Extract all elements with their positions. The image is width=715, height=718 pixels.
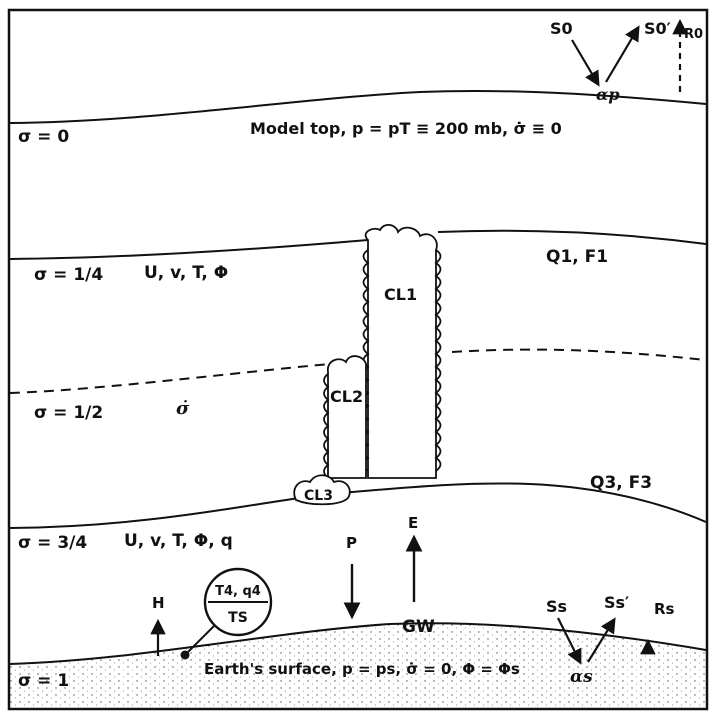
cl2-label: CL2 — [330, 387, 363, 406]
earth-surface-label: Earth's surface, p = ps, σ̇ = 0, Φ = Φs — [204, 660, 520, 678]
cloud-cl3 — [293, 474, 351, 506]
cl3-label: CL3 — [304, 488, 333, 504]
alpha-s-label: αs — [570, 667, 593, 687]
s0-label: S0 — [550, 19, 573, 38]
ss-prime-arrow — [587, 617, 616, 663]
sigma-3-4-label: σ = 3/4 — [18, 533, 87, 553]
sigma-1-4-level-line — [9, 229, 707, 260]
sigma-1-4-label: σ = 1/4 — [34, 265, 103, 285]
e-label: E — [408, 514, 418, 532]
ss-arrow — [557, 617, 582, 665]
r0-label: R0 — [684, 27, 703, 42]
ground-point-dot — [180, 650, 190, 660]
h-label: H — [152, 594, 165, 612]
level-1-4-variables: U, v, T, Φ — [144, 263, 228, 283]
sigma-0-level-line — [9, 89, 707, 124]
s0-prime-arrow — [605, 25, 640, 83]
model-top-label: Model top, p = pT ≡ 200 mb, σ̇ ≡ 0 — [250, 119, 562, 138]
cl1-label: CL1 — [384, 285, 417, 304]
circle-pointer — [185, 625, 215, 655]
cloud-cl2 — [323, 355, 367, 479]
cloud-cl1 — [362, 224, 442, 479]
sigma-0-label: σ = 0 — [18, 127, 69, 147]
q3-f3-label: Q3, F3 — [590, 473, 652, 493]
ss-label: Ss — [546, 597, 567, 616]
q1-f1-label: Q1, F1 — [546, 247, 608, 267]
gw-label: GW — [402, 617, 435, 637]
rs-label: Rs — [654, 600, 675, 618]
p-label: P — [346, 534, 357, 552]
sigma-1-label: σ = 1 — [18, 671, 69, 691]
s0-prime-label: S0′ — [644, 19, 671, 38]
circle-top-label: T4, q4 — [215, 584, 261, 599]
ss-prime-label: Ss′ — [604, 593, 629, 612]
sigma-1-2-label: σ = 1/2 — [34, 403, 103, 423]
sigma-1-2-level-line — [9, 348, 707, 394]
circle-bottom-label: TS — [228, 610, 248, 626]
s0-arrow — [571, 39, 600, 87]
sigma-3-4-level-line — [9, 482, 707, 529]
earth-ground — [10, 623, 706, 708]
sigma-1-level-line — [9, 622, 707, 665]
level-3-4-variables: U, v, T, Φ, q — [124, 531, 233, 551]
alpha-p-label: αp — [596, 85, 620, 104]
sigma-dot-label: σ̇ — [176, 398, 190, 419]
